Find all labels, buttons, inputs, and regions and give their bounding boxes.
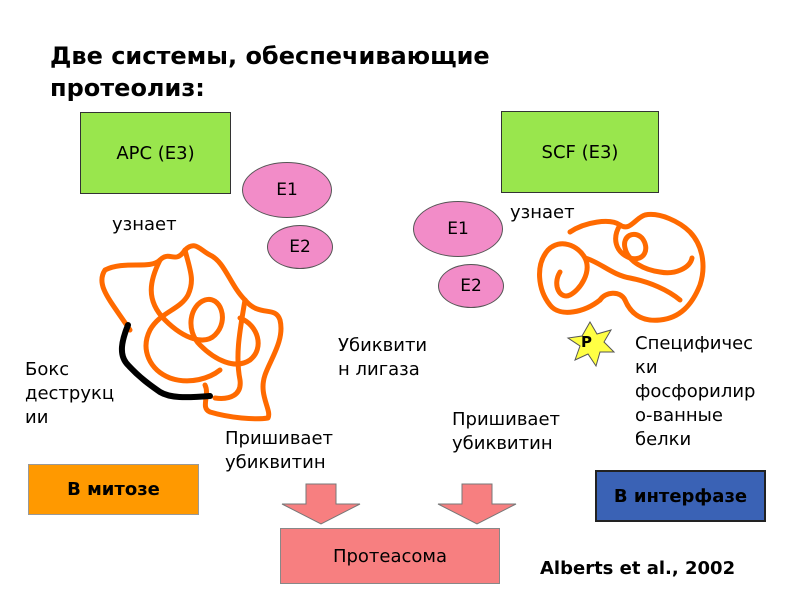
e2-right-ellipse: E2 bbox=[438, 264, 504, 308]
phospho-line-2: ки bbox=[635, 357, 658, 378]
interphase-label: В интерфазе bbox=[613, 485, 748, 507]
interphase-box: В интерфазе bbox=[595, 470, 766, 522]
attach-left-line-1: Пришивает bbox=[225, 428, 334, 449]
phosphate-star-icon bbox=[566, 321, 616, 368]
attach-right-line-2: убиквитин bbox=[452, 433, 553, 454]
e1-right-ellipse: E1 bbox=[413, 201, 503, 257]
mitosis-label: В митозе bbox=[67, 479, 160, 500]
phospho-line-1: Специфичес bbox=[635, 333, 754, 354]
protein-chain-right bbox=[537, 211, 706, 323]
title-line-1: Две системы, обеспечивающие bbox=[50, 42, 490, 70]
destruction-box-segment bbox=[119, 322, 213, 401]
phosphate-badge-label: P bbox=[581, 333, 592, 351]
down-arrow-left bbox=[281, 483, 361, 525]
e2-left-ellipse: E2 bbox=[267, 225, 333, 269]
mitosis-box: В митозе bbox=[28, 464, 199, 515]
attach-left-label: Пришивает убиквитин bbox=[225, 427, 333, 475]
destruction-box-line-1: Бокс bbox=[25, 359, 70, 380]
e1-left-ellipse: E1 bbox=[242, 162, 332, 218]
ligase-line-1: Убиквити bbox=[338, 335, 428, 356]
recognizes-left: узнает bbox=[112, 214, 177, 235]
apc-e3-label: APC (E3) bbox=[116, 142, 195, 164]
scf-e3-box: SCF (E3) bbox=[501, 111, 659, 193]
protein-chain-left bbox=[99, 243, 284, 422]
destruction-box-line-2: деструкц bbox=[25, 383, 115, 404]
destruction-box-line-3: ии bbox=[25, 407, 49, 428]
phosphorylated-proteins-label: Специфичес ки фосфорилир о-ванные белки bbox=[635, 332, 795, 452]
attach-left-line-2: убиквитин bbox=[225, 452, 326, 473]
e1-right-label: E1 bbox=[447, 219, 469, 239]
ubiquitin-ligase-label: Убиквити н лигаза bbox=[338, 334, 427, 382]
e2-right-label: E2 bbox=[460, 276, 482, 296]
citation: Alberts et al., 2002 bbox=[540, 558, 736, 579]
recognizes-right: узнает bbox=[510, 202, 575, 223]
proteasome-label: Протеасома bbox=[332, 545, 448, 567]
e2-left-label: E2 bbox=[289, 237, 311, 257]
attach-right-label: Пришивает убиквитин bbox=[452, 408, 560, 456]
attach-right-line-1: Пришивает bbox=[452, 409, 561, 430]
phospho-line-3: фосфорилир bbox=[635, 381, 756, 402]
e1-left-label: E1 bbox=[276, 180, 298, 200]
phospho-line-4: о-ванные bbox=[635, 405, 723, 426]
apc-e3-box: APC (E3) bbox=[80, 112, 231, 194]
title-line-2: протеолиз: bbox=[50, 74, 205, 102]
scf-e3-label: SCF (E3) bbox=[541, 141, 619, 163]
phospho-line-5: белки bbox=[635, 429, 692, 450]
down-arrow-right bbox=[437, 483, 517, 525]
destruction-box-label: Бокс деструкц ии bbox=[25, 358, 145, 430]
ligase-line-2: н лигаза bbox=[338, 359, 420, 380]
slide-title: Две системы, обеспечивающие протеолиз: bbox=[50, 40, 590, 104]
proteasome-box: Протеасома bbox=[280, 528, 500, 584]
